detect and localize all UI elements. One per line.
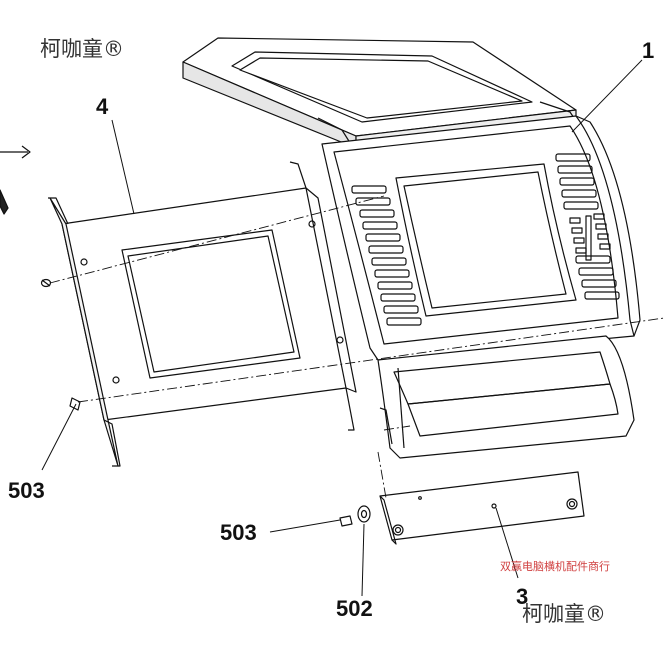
screw-left xyxy=(40,278,52,288)
watermark-bottom: 柯咖童® xyxy=(522,602,606,626)
assembly-lines xyxy=(49,195,664,499)
callout-screw-left: 503 xyxy=(8,478,45,503)
arrow-icon xyxy=(0,145,31,159)
screw-small xyxy=(69,397,81,411)
watermark-top: 柯咖童® xyxy=(40,37,124,61)
cover-plate xyxy=(379,471,585,545)
button-cluster xyxy=(569,213,611,261)
washer xyxy=(357,505,371,523)
callout-screw-bottom: 503 xyxy=(220,520,257,545)
shop-label: 双赢电脑横机配件商行 xyxy=(500,560,610,573)
leader-lines xyxy=(41,59,643,597)
callout-cover-plate: 3 xyxy=(516,584,529,609)
callout-frame: 1 xyxy=(642,38,655,63)
main-frame xyxy=(321,115,641,459)
left-vents xyxy=(351,185,422,326)
left-edge-fragment xyxy=(0,189,9,215)
bracket xyxy=(48,161,357,467)
screw-bottom xyxy=(339,515,353,527)
callout-washer: 502 xyxy=(336,596,373,621)
right-vents xyxy=(555,153,620,300)
callout-bracket: 4 xyxy=(96,94,109,119)
